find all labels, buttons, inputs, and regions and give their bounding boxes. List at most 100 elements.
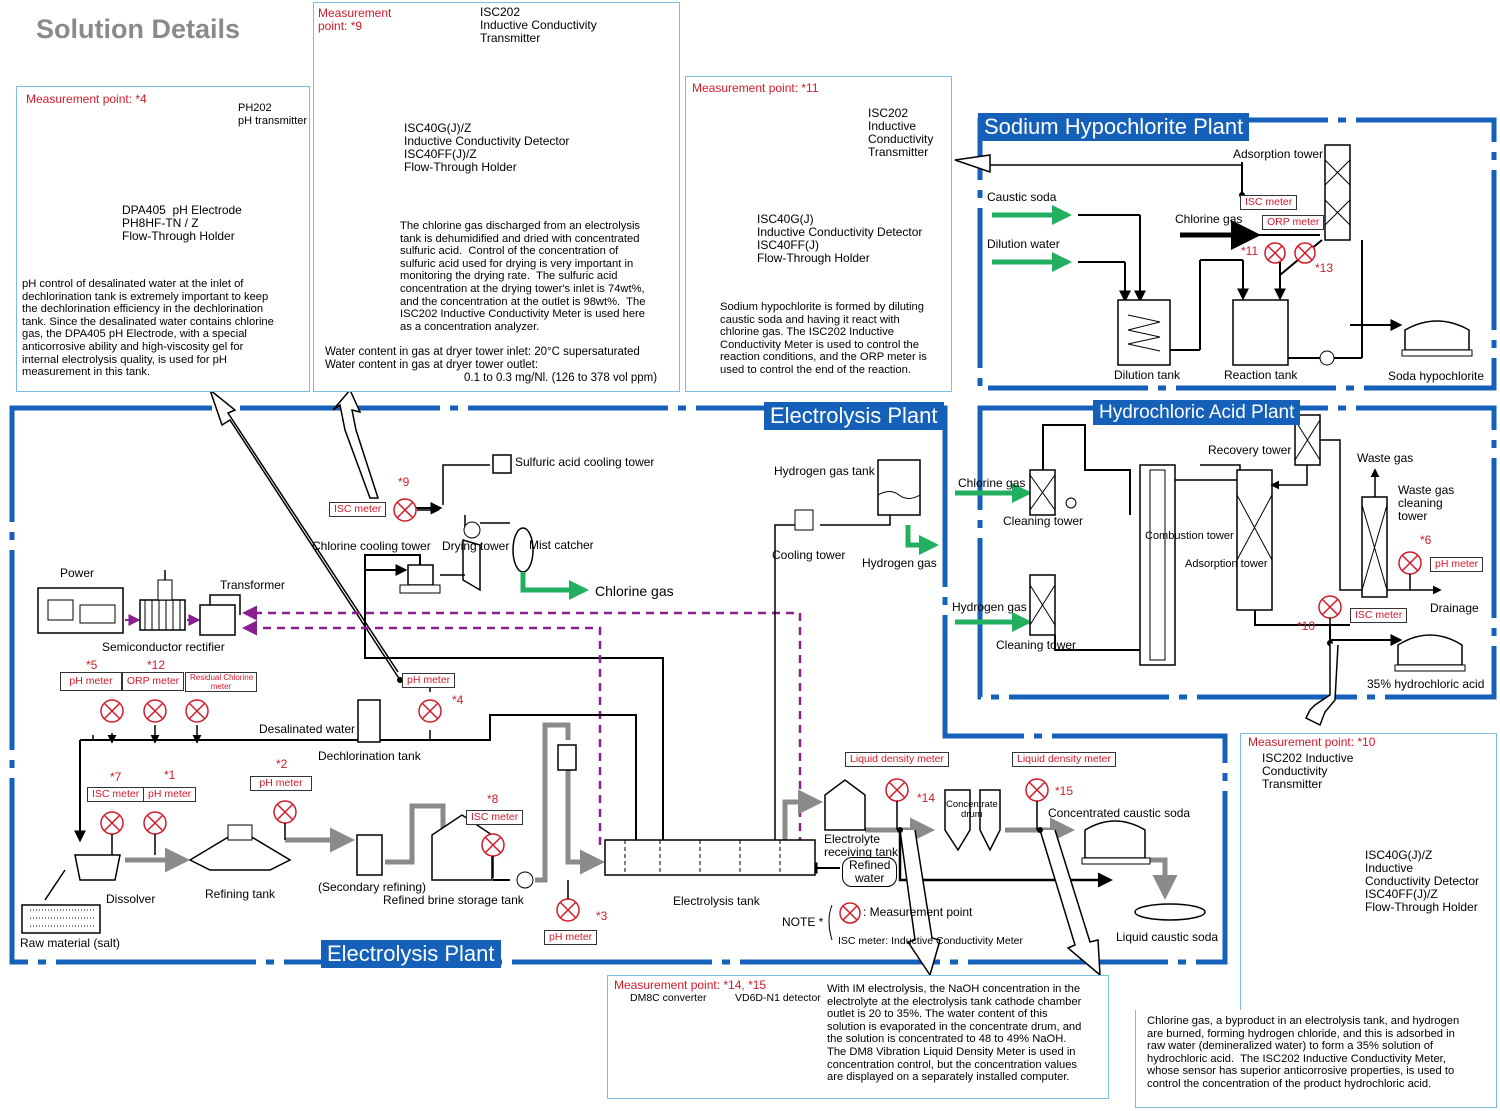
label-refining-tank: Refining tank bbox=[205, 887, 276, 901]
label-electrolysis-tank: Electrolysis tank bbox=[673, 894, 760, 908]
label-recovery-tower: Recovery tower bbox=[1208, 443, 1292, 457]
tag-ph-meter-6: pH meter bbox=[1430, 557, 1484, 572]
label-hydrogen-gas-output: Hydrogen gas bbox=[862, 556, 937, 570]
electrolysis-plant-frame bbox=[9, 405, 1228, 965]
tag-isc-meter-8: ISC meter bbox=[466, 810, 524, 825]
panel-4-transmitter: PH202 pH transmitter bbox=[238, 102, 308, 127]
point-2: *2 bbox=[276, 757, 288, 771]
panel-4-electrode: DPA405 pH Electrode PH8HF-TN / Z Flow-Th… bbox=[122, 203, 242, 243]
panel-10-text: Chlorine gas, a byproduct in an electrol… bbox=[1147, 1015, 1460, 1090]
label-hypo-adsorption-tower: Adsorption tower bbox=[1233, 147, 1324, 161]
label-cleaning-tower-2: Cleaning tower bbox=[996, 638, 1077, 652]
label-35-hydrochloric-acid: 35% hydrochloric acid bbox=[1367, 677, 1485, 691]
label-concentrate-drum: Concentrate drum bbox=[946, 799, 998, 820]
panel-14-detector: VD6D-N1 detector bbox=[735, 992, 821, 1004]
label-power: Power bbox=[60, 566, 95, 580]
tag-residual-chlorine-meter: Residual Chlorine meter bbox=[185, 672, 257, 692]
tag-liquid-density-meter-14: Liquid density meter bbox=[845, 752, 949, 767]
label-combustion-tower: Combustion tower bbox=[1145, 530, 1234, 542]
panel-measurement-10 bbox=[1240, 733, 1497, 1011]
label-dissolver: Dissolver bbox=[106, 892, 156, 906]
panel-14-heading: Measurement point: *14, *15 bbox=[614, 978, 767, 992]
panel-10-heading: Measurement point: *10 bbox=[1248, 735, 1376, 749]
label-hydrogen-gas-tank: Hydrogen gas tank bbox=[774, 464, 875, 478]
panel-9-detector: ISC40G(J)/Z Inductive Conductivity Detec… bbox=[404, 121, 570, 174]
panel-measurement-10-text-box bbox=[1135, 1010, 1497, 1108]
point-12: *12 bbox=[147, 658, 166, 672]
label-chlorine-gas-output: Chlorine gas bbox=[595, 583, 674, 599]
tag-orp-meter-12: ORP meter bbox=[122, 672, 184, 691]
banner-sodium-hypochlorite-plant: Sodium Hypochlorite Plant bbox=[978, 113, 1250, 141]
banner-electrolysis-plant-top: Electrolysis Plant bbox=[764, 402, 944, 430]
panel-11-text: Sodium hypochlorite is formed by dilutin… bbox=[720, 301, 927, 376]
label-semiconductor-rectifier: Semiconductor rectifier bbox=[102, 640, 225, 654]
panel-9-water-outlet-value: 0.1 to 0.3 mg/Nl. (126 to 378 vol ppm) bbox=[464, 372, 658, 384]
tag-isc-meter-7: ISC meter bbox=[87, 787, 145, 802]
panel-11-heading: Measurement point: *11 bbox=[692, 81, 819, 95]
panel-measurement-14-15 bbox=[607, 975, 1109, 1099]
point-5: *5 bbox=[86, 658, 98, 672]
label-dilution-tank: Dilution tank bbox=[1114, 368, 1181, 382]
tag-ph-meter-4: pH meter bbox=[402, 673, 456, 688]
tag-isc-meter-11: ISC meter bbox=[1240, 195, 1298, 210]
label-refined-water: Refined water bbox=[842, 857, 898, 887]
tag-orp-meter-13: ORP meter bbox=[1262, 215, 1325, 230]
hypo-flows bbox=[954, 144, 1473, 366]
panel-measurement-11 bbox=[685, 76, 952, 392]
banner-hydrochloric-acid-plant: Hydrochloric Acid Plant bbox=[1093, 400, 1301, 425]
panel-4-text: pH control of desalinated water at the i… bbox=[22, 278, 274, 379]
label-transformer: Transformer bbox=[220, 578, 285, 592]
label-mist-catcher: Mist catcher bbox=[529, 538, 594, 552]
panel-11-detector: ISC40G(J) Inductive Conductivity Detecto… bbox=[757, 212, 923, 265]
tag-ph-meter-1: pH meter bbox=[143, 787, 197, 802]
panel-measurement-4 bbox=[16, 86, 310, 392]
panel-10-transmitter: ISC202 Inductive Conductivity Transmitte… bbox=[1262, 751, 1354, 791]
label-soda-hypochlorite: Soda hypochlorite bbox=[1388, 369, 1485, 383]
point-15: *15 bbox=[1055, 784, 1074, 798]
hcl-plant-frame bbox=[977, 405, 1497, 700]
tag-isc-meter-9: ISC meter bbox=[329, 502, 387, 517]
label-caustic-soda: Caustic soda bbox=[987, 190, 1057, 204]
point-9: *9 bbox=[398, 475, 410, 489]
panel-10-detector: ISC40G(J)/Z Inductive Conductivity Detec… bbox=[1365, 848, 1480, 914]
note-label: NOTE * bbox=[782, 915, 824, 929]
point-7: *7 bbox=[110, 770, 122, 784]
tag-ph-meter-2: pH meter bbox=[250, 776, 312, 791]
tag-liquid-density-meter-15: Liquid density meter bbox=[1012, 752, 1116, 767]
panel-9-text: The chlorine gas discharged from an elec… bbox=[400, 220, 646, 333]
note-isc-meter: ISC meter: Inductive Conductivity Meter bbox=[838, 935, 1023, 947]
label-refined-brine-storage-tank: Refined brine storage tank bbox=[383, 893, 524, 907]
tag-ph-meter-5: pH meter bbox=[60, 672, 122, 691]
point-6: *6 bbox=[1420, 533, 1432, 547]
panel-9-water-outlet: Water content in gas at dryer tower outl… bbox=[325, 359, 539, 371]
panel-11-transmitter: ISC202 Inductive Conductivity Transmitte… bbox=[868, 106, 934, 159]
label-hcl-adsorption-tower: Adsorption tower bbox=[1185, 558, 1268, 570]
label-dechlorination-tank: Dechlorination tank bbox=[318, 749, 421, 763]
point-1: *1 bbox=[164, 768, 176, 782]
panel-9-heading: Measurement point: *9 bbox=[318, 6, 392, 33]
point-14: *14 bbox=[917, 791, 936, 805]
tag-ph-meter-3: pH meter bbox=[544, 930, 598, 945]
banner-electrolysis-plant-bottom: Electrolysis Plant bbox=[321, 940, 501, 968]
panel-measurement-9 bbox=[313, 2, 680, 392]
label-electrolyte-receiving-tank: Electrolyte receiving tank bbox=[824, 832, 899, 859]
label-reaction-tank: Reaction tank bbox=[1224, 368, 1298, 382]
label-cleaning-tower-1: Cleaning tower bbox=[1003, 514, 1084, 528]
page-title: Solution Details bbox=[36, 14, 241, 44]
label-liquid-caustic-soda: Liquid caustic soda bbox=[1116, 930, 1219, 944]
hypochlorite-plant-frame bbox=[977, 117, 1497, 391]
label-hcl-chlorine-gas: Chlorine gas bbox=[958, 476, 1026, 490]
label-dilution-water: Dilution water bbox=[987, 237, 1060, 251]
label-secondary-refining: (Secondary refining) bbox=[318, 880, 427, 894]
label-chlorine-cooling-tower: Chlorine cooling tower bbox=[312, 539, 431, 553]
label-drying-tower: Drying tower bbox=[442, 539, 510, 553]
label-hypo-chlorine-gas: Chlorine gas bbox=[1175, 212, 1243, 226]
point-11: *11 bbox=[1241, 244, 1259, 258]
label-sulfuric-acid-cooling-tower: Sulfuric acid cooling tower bbox=[515, 455, 655, 469]
point-4: *4 bbox=[452, 693, 464, 707]
panel-9-water-inlet: Water content in gas at dryer tower inle… bbox=[325, 346, 640, 358]
panel-4-heading: Measurement point: *4 bbox=[26, 92, 147, 106]
label-cooling-tower: Cooling tower bbox=[772, 548, 846, 562]
panel-9-transmitter: ISC202 Inductive Conductivity Transmitte… bbox=[480, 5, 597, 45]
